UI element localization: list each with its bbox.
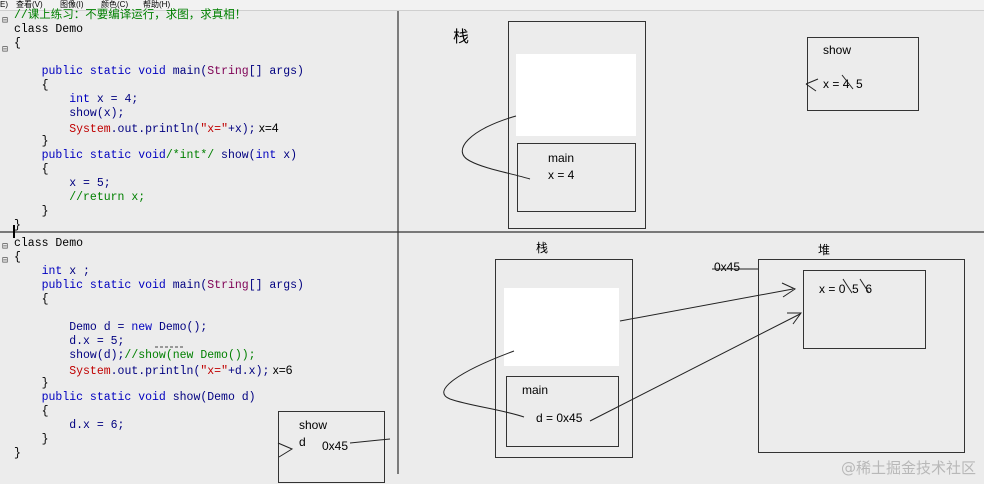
top-code-editor: //课上练习：不要编译运行，求图，求真相！ class Demo { publi… (14, 9, 304, 250)
code-line: d.x = 6; (14, 419, 125, 432)
heap-value-3: 6 (865, 282, 873, 296)
fold-marker[interactable]: ⊟ (2, 16, 9, 27)
paint-canvas[interactable]: ⊟ ⊟ ⊟ ⊟ //课上练习：不要编译运行，求图，求真相！ class Demo… (0, 9, 984, 484)
strike-old-value (841, 74, 854, 90)
show-param-name: d (299, 435, 306, 449)
code-comment: //课上练习：不要编译运行，求图，求真相！ (14, 9, 247, 22)
heap-region (758, 259, 965, 453)
show-old-value: 4 (842, 77, 850, 91)
heap-label: 堆 (818, 243, 831, 257)
code-line: { (14, 293, 49, 306)
fold-marker[interactable]: ⊟ (2, 45, 9, 56)
code-line: //return x; (14, 191, 146, 204)
code-line: System.out.println("x="+x); x=4 (69, 121, 279, 136)
code-line: { (14, 251, 21, 264)
watermark: @稀土掘金技术社区 (840, 459, 976, 477)
code-line: int x ; (41, 265, 90, 278)
fold-marker[interactable]: ⊟ (2, 256, 9, 267)
call-arrow-top (461, 115, 531, 180)
main-frame-bottom (506, 376, 619, 447)
heap-object-field: x = 0 5 6 (819, 282, 872, 296)
code-line: System.out.println("x="+d.x); x=6 (69, 363, 293, 378)
menu-bar: E) 查看(V) 图像(I) 颜色(C) 帮助(H) (0, 0, 984, 11)
heap-value-2: 5 (852, 282, 859, 296)
stack-label-top: 栈 (453, 29, 470, 46)
menu-item-image[interactable]: 图像(I) (60, 0, 84, 9)
show-value-prefix: x = (823, 77, 840, 91)
menu-item-colors[interactable]: 颜色(C) (101, 0, 129, 9)
code-line: public static void main(String[] args) (41, 279, 304, 292)
drawing-strokes (0, 11, 984, 474)
stack-label-bottom: 栈 (536, 241, 549, 255)
code-line: { (14, 405, 49, 418)
code-line: class Demo (14, 237, 84, 250)
code-line: Demo d = new Demo(); (14, 321, 208, 334)
show-param-line (349, 438, 391, 444)
heap-value-1: 0 (838, 282, 846, 296)
main-frame-title: main (548, 151, 575, 165)
code-line: { (14, 79, 49, 92)
strike-heap-v1 (842, 278, 853, 294)
ref-arrowhead-main (781, 282, 797, 298)
stack-blank-area (504, 288, 619, 366)
main-frame-top (517, 143, 636, 212)
code-line: public static void main(String[] args) (41, 65, 304, 78)
main-frame-title: main (522, 383, 549, 397)
show-frame-bottom (278, 411, 385, 483)
code-line: } (14, 377, 49, 390)
code-line: { (14, 163, 49, 176)
show-frame-title: show (823, 43, 852, 57)
strike-heap-v2 (859, 278, 870, 294)
code-line: } (14, 205, 49, 218)
address-label: 0x45 (714, 260, 741, 274)
ref-arrowhead-show (787, 312, 802, 325)
stack-region-top (508, 21, 646, 229)
show-arrowhead-bottom (277, 442, 294, 458)
code-line: int x = 4; (69, 93, 139, 106)
heap-field-prefix: x = (819, 282, 836, 296)
code-line: } (14, 433, 49, 446)
show-frame-value: x = 4 5 (823, 77, 863, 91)
fold-marker[interactable]: ⊟ (2, 242, 9, 253)
show-arrowhead-top (805, 78, 819, 92)
main-frame-value: d = 0x45 (536, 411, 583, 425)
show-param-value: 0x45 (322, 439, 349, 453)
code-line: } (14, 219, 21, 232)
code-line: public static void show(Demo d) (41, 391, 256, 404)
code-line: public static void/*int*/ show(int x) (41, 149, 298, 162)
ref-arrow-main (619, 288, 794, 322)
show-new-value: 5 (856, 77, 863, 91)
code-line: show(x); (14, 107, 125, 120)
menu-item-view[interactable]: 查看(V) (16, 0, 43, 9)
code-line: } (14, 447, 21, 460)
code-line: d.x = 5; (14, 335, 125, 348)
code-line: { (14, 37, 21, 50)
show-frame-top (807, 37, 919, 111)
main-frame-value: x = 4 (548, 168, 575, 182)
stack-blank-area (516, 54, 636, 136)
bottom-code-editor: class Demo { int x ; public static void … (14, 237, 304, 478)
menu-item-help[interactable]: 帮助(H) (143, 0, 171, 9)
show-frame-title: show (299, 418, 328, 432)
heap-object (803, 270, 926, 349)
ref-arrow-show (589, 313, 801, 422)
code-line: } (14, 135, 49, 148)
code-line: class Demo (14, 23, 84, 36)
code-line: show(d);//show(new Demo()); (14, 349, 256, 362)
code-line: x = 5; (14, 177, 111, 190)
menu-item-edit[interactable]: E) (0, 0, 8, 9)
call-arrow-bottom (443, 350, 525, 418)
